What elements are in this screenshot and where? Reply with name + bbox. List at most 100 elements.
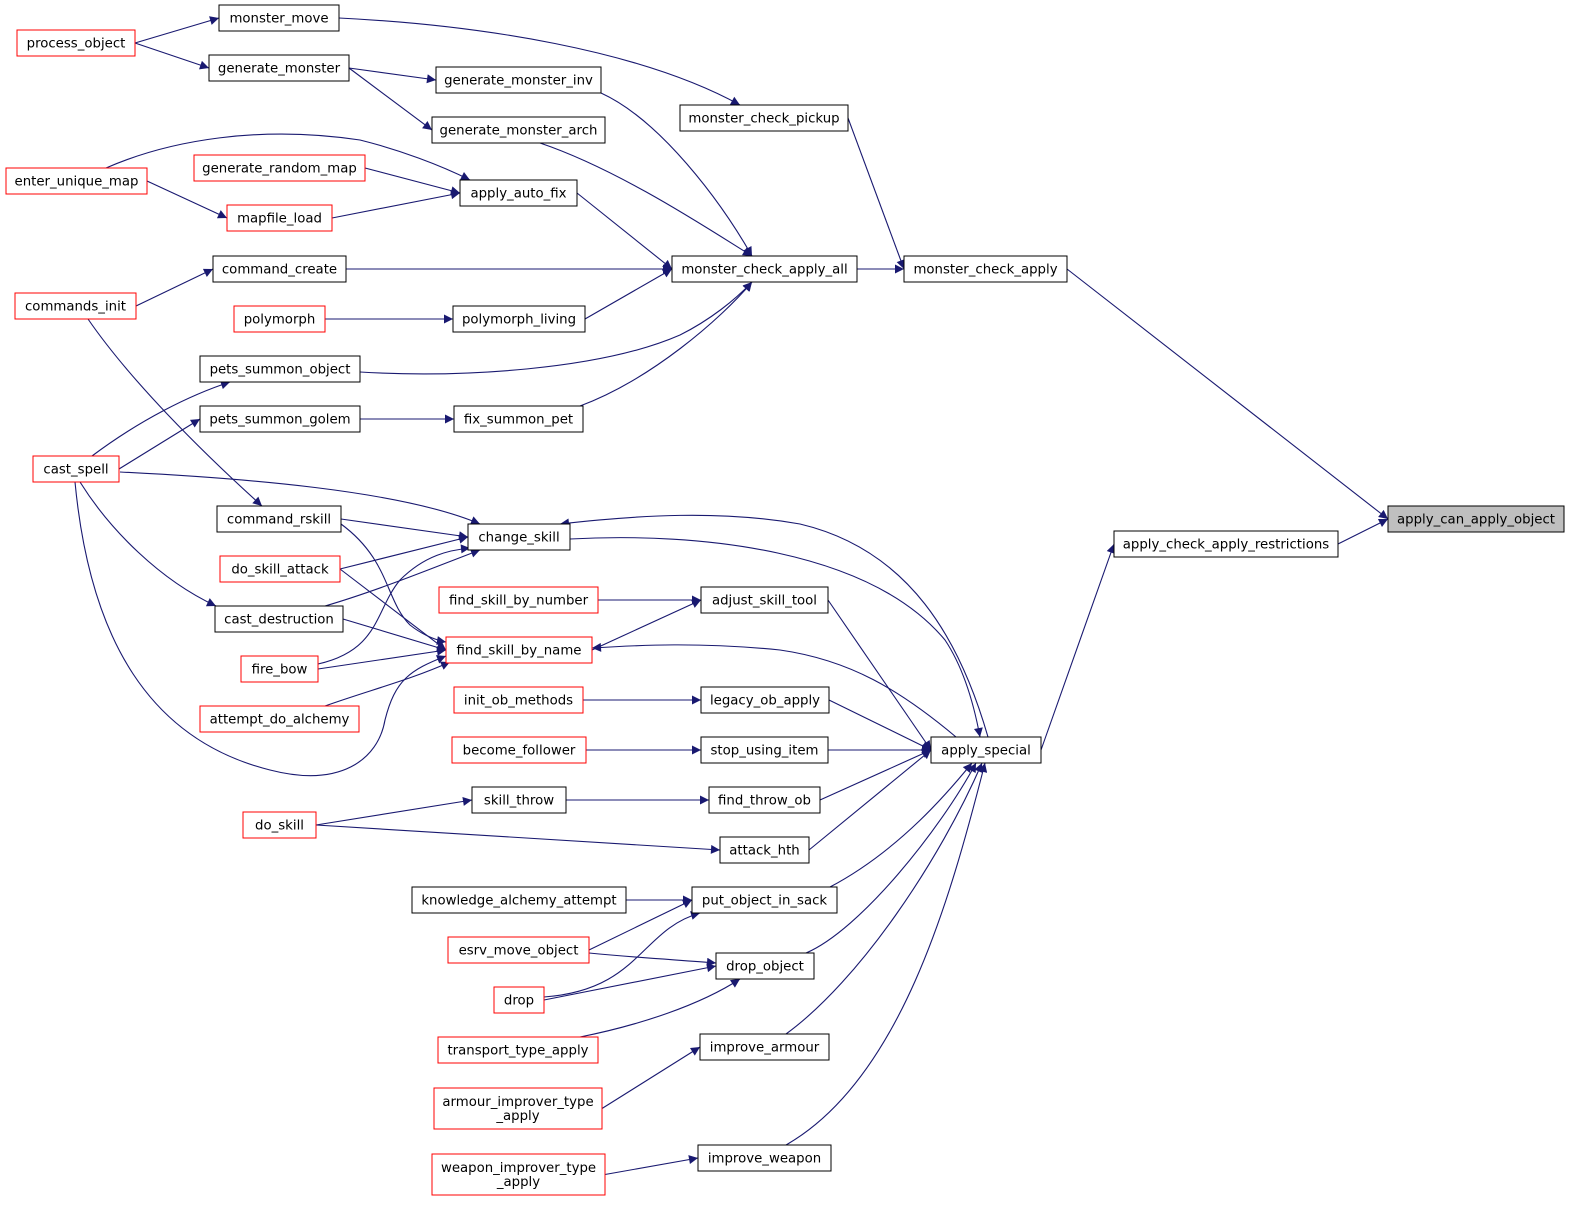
node-box	[903, 255, 1068, 283]
node-legacy-ob-apply[interactable]: legacy_ob_apply	[700, 686, 830, 714]
node-label: apply_auto_fix	[470, 187, 566, 202]
call-edge	[135, 268, 214, 307]
node-do-skill[interactable]: do_skill	[242, 811, 317, 839]
edge-arrow	[584, 268, 673, 320]
edge-arrow	[91, 380, 231, 457]
node-label: generate_monster_inv	[444, 74, 593, 89]
edge-layer	[74, 16, 1389, 1176]
node-esrv-move-object[interactable]: esrv_move_object	[447, 936, 590, 964]
node-label: generate_monster	[218, 62, 341, 77]
call-edge	[324, 661, 451, 707]
node-attempt-do-alchemy[interactable]: attempt_do_alchemy	[199, 705, 360, 733]
call-edge	[119, 471, 481, 525]
node-init-ob-methods[interactable]: init_ob_methods	[453, 686, 584, 714]
node-pets-summon-golem[interactable]: pets_summon_golem	[199, 405, 361, 433]
node-label: find_skill_by_name	[457, 644, 582, 659]
node-skill-throw[interactable]: skill_throw	[471, 786, 567, 814]
node-apply-auto-fix[interactable]: apply_auto_fix	[459, 179, 578, 207]
call-edge	[805, 762, 977, 954]
edge-arrow	[600, 92, 753, 257]
node-monster-check-apply[interactable]: monster_check_apply	[903, 255, 1068, 283]
node-apply-check-apply-restrictions[interactable]: apply_check_apply_restrictions	[1113, 530, 1339, 558]
call-edge	[829, 762, 973, 888]
node-label: apply_special	[941, 744, 1031, 759]
node-cast-destruction[interactable]: cast_destruction	[214, 605, 344, 633]
node-generate-monster[interactable]: generate_monster	[208, 54, 350, 82]
edge-arrow	[819, 749, 932, 801]
node-label: cast_spell	[43, 463, 108, 478]
node-label: drop_object	[726, 960, 804, 975]
node-commands-init[interactable]: commands_init	[14, 292, 137, 320]
node-drop[interactable]: drop	[493, 986, 545, 1014]
node-mapfile-load[interactable]: mapfile_load	[226, 204, 333, 232]
node-enter-unique-map[interactable]: enter_unique_map	[5, 167, 148, 195]
node-stop-using-item[interactable]: stop_using_item	[700, 736, 829, 764]
edge-arrow	[118, 418, 201, 470]
node-improve-weapon[interactable]: improve_weapon	[697, 1144, 832, 1172]
edge-arrow	[847, 117, 906, 270]
edge-arrow	[339, 568, 447, 651]
call-edge	[79, 481, 217, 607]
node-label: process_object	[27, 37, 126, 52]
node-label: mapfile_load	[237, 212, 322, 227]
node-do-skill-attack[interactable]: do_skill_attack	[219, 555, 341, 583]
node-monster-move[interactable]: monster_move	[218, 4, 340, 32]
node-become-follower[interactable]: become_follower	[451, 736, 587, 764]
edge-arrow	[342, 618, 447, 652]
node-label: _apply	[495, 1109, 539, 1124]
node-apply-special[interactable]: apply_special	[930, 736, 1042, 764]
call-edge	[828, 699, 932, 751]
node-process-object[interactable]: process_object	[16, 29, 136, 57]
node-monster-check-pickup[interactable]: monster_check_pickup	[679, 104, 849, 132]
node-box	[218, 4, 340, 32]
node-box	[452, 305, 586, 333]
node-improve-armour[interactable]: improve_armour	[699, 1033, 830, 1061]
node-command-create[interactable]: command_create	[212, 255, 347, 283]
edge-arrow	[569, 537, 983, 738]
node-change-skill[interactable]: change_skill	[467, 523, 571, 551]
node-weapon-improver-type-apply[interactable]: weapon_improver_type_apply	[431, 1153, 606, 1196]
node-fix-summon-pet[interactable]: fix_summon_pet	[453, 405, 584, 433]
node-label: do_skill	[255, 819, 304, 834]
node-box	[431, 116, 606, 144]
node-label: become_follower	[463, 744, 576, 759]
node-box	[447, 936, 590, 964]
call-edge	[118, 418, 201, 470]
node-transport-type-apply[interactable]: transport_type_apply	[437, 1036, 599, 1064]
node-polymorph-living[interactable]: polymorph_living	[452, 305, 586, 333]
node-label: monster_check_pickup	[688, 112, 839, 127]
edge-arrow	[324, 548, 481, 607]
node-box	[697, 1144, 832, 1172]
node-generate-random-map[interactable]: generate_random_map	[193, 154, 366, 182]
node-find-throw-ob[interactable]: find_throw_ob	[708, 786, 821, 814]
node-fire-bow[interactable]: fire_bow	[240, 655, 319, 683]
node-label: commands_init	[25, 300, 126, 315]
node-generate-monster-inv[interactable]: generate_monster_inv	[435, 66, 602, 94]
call-edge	[331, 190, 461, 219]
node-find-skill-by-name[interactable]: find_skill_by_name	[445, 636, 593, 664]
node-command-rskill[interactable]: command_rskill	[216, 505, 342, 533]
node-pets-summon-object[interactable]: pets_summon_object	[199, 355, 361, 383]
node-box	[1387, 505, 1565, 533]
node-polymorph[interactable]: polymorph	[233, 305, 326, 333]
node-apply-can-apply-object[interactable]: apply_can_apply_object	[1387, 505, 1565, 533]
node-generate-monster-arch[interactable]: generate_monster_arch	[431, 116, 606, 144]
node-find-skill-by-number[interactable]: find_skill_by_number	[438, 586, 599, 614]
node-box	[219, 555, 341, 583]
node-knowledge-alchemy-attempt[interactable]: knowledge_alchemy_attempt	[411, 886, 627, 914]
node-attack-hth[interactable]: attack_hth	[719, 836, 810, 864]
edge-arrow	[364, 167, 461, 196]
node-box	[212, 255, 347, 283]
node-cast-spell[interactable]: cast_spell	[32, 455, 120, 483]
node-monster-check-apply-all[interactable]: monster_check_apply_all	[671, 255, 858, 283]
node-label: pets_summon_object	[210, 363, 351, 378]
node-label: command_create	[222, 263, 337, 278]
node-put-object-in-sack[interactable]: put_object_in_sack	[691, 886, 838, 914]
node-adjust-skill-tool[interactable]: adjust_skill_tool	[700, 586, 829, 614]
call-edge	[543, 911, 701, 998]
node-armour-improver-type-apply[interactable]: armour_improver_type_apply	[433, 1087, 603, 1130]
edge-arrow	[1040, 543, 1116, 751]
call-edge	[105, 133, 471, 181]
node-drop-object[interactable]: drop_object	[715, 952, 815, 980]
